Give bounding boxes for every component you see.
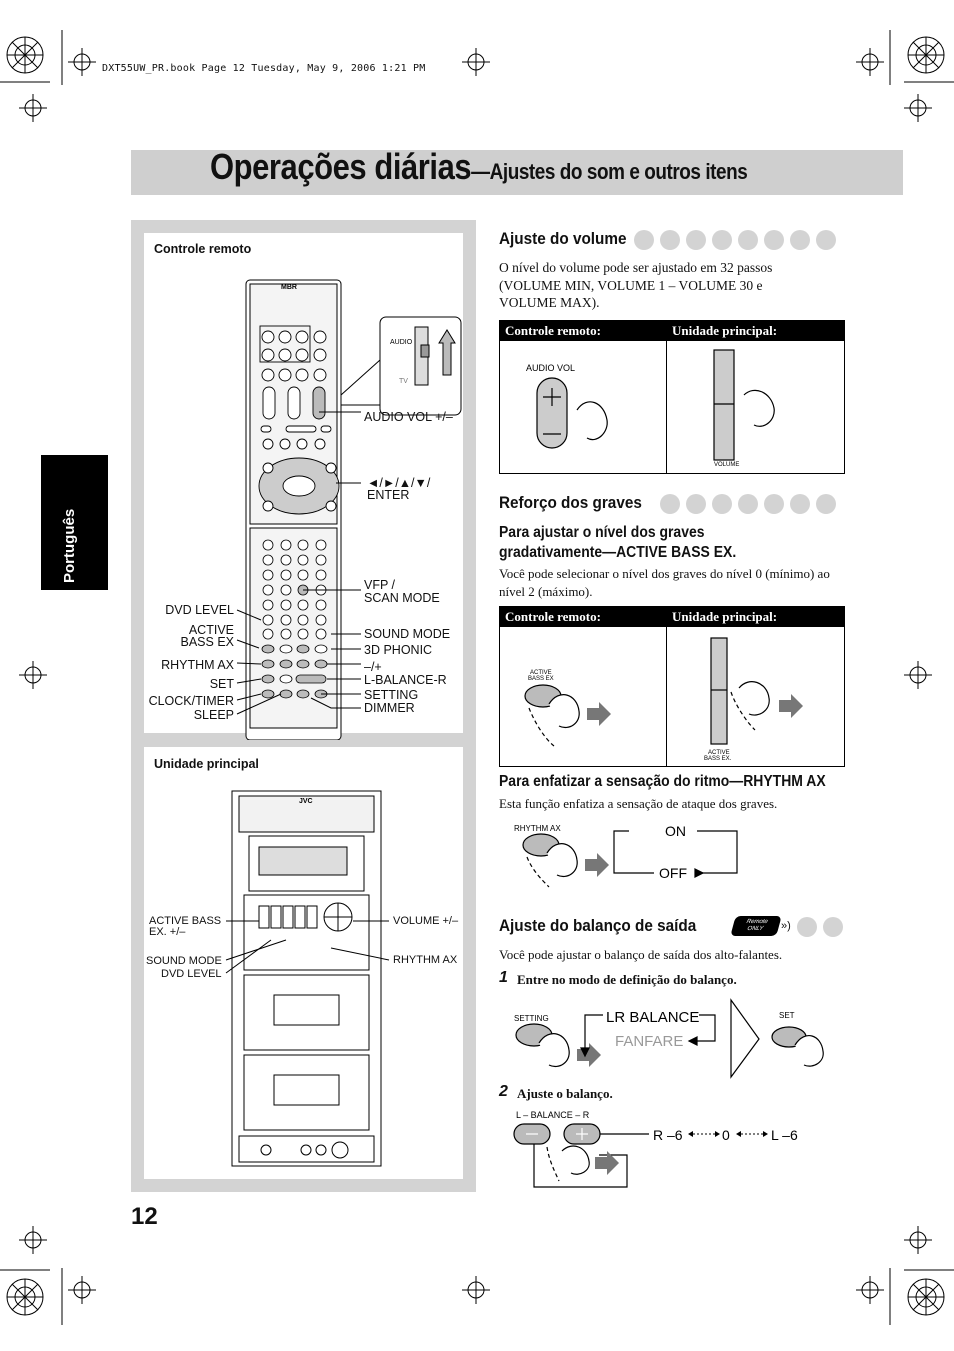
rhythm-subheading: Para enfatizar a sensação do ritmo—RHYTH… bbox=[499, 773, 826, 790]
balance-r6: R –6 bbox=[653, 1127, 683, 1143]
balance-zero: 0 bbox=[722, 1127, 730, 1143]
bass-heading: Reforço dos graves bbox=[499, 493, 642, 512]
volume-body: O nível do volume pode ser ajustado em 3… bbox=[499, 260, 773, 310]
main-unit-drawing: JVC bbox=[225, 790, 390, 1167]
balance-heading: Ajuste do balanço de saída bbox=[499, 916, 697, 935]
label-rhythm-ax: RHYTHM AX bbox=[161, 658, 234, 672]
balance-step2-drawing: L – BALANCE – R R –6 0 L –6 bbox=[513, 1110, 798, 1188]
rhythm-on: ON bbox=[665, 823, 686, 839]
balance-step1-drawing: SETTING LR BALANCE FANFARE SET bbox=[514, 998, 824, 1079]
label-dimmer: DIMMER bbox=[364, 701, 415, 715]
unit-label-sound-mode: SOUND MODE bbox=[146, 955, 222, 967]
balance-l6: L –6 bbox=[771, 1127, 798, 1143]
bass-subheading-1b: gradativamente—ACTIVE BASS EX. bbox=[499, 544, 737, 561]
badge-remote: Remote bbox=[745, 919, 769, 925]
remote-brand: MBR bbox=[281, 284, 297, 291]
volume-unit-key-label: VOLUME bbox=[714, 462, 739, 468]
label-arrows: ◄/►/▲/▼/ bbox=[367, 476, 431, 490]
label-audio-vol: AUDIO VOL +/– bbox=[364, 410, 453, 424]
volume-col-remote: Controle remoto: bbox=[500, 321, 666, 341]
label-sleep: SLEEP bbox=[193, 708, 234, 722]
remote-only-badge: Remote ONLY bbox=[730, 916, 782, 936]
volume-table: Controle remoto: Unidade principal: bbox=[499, 320, 845, 474]
setting-key-label: SETTING bbox=[514, 1014, 549, 1023]
rhythm-key-label: RHYTHM AX bbox=[514, 824, 561, 833]
lr-balance-label: LR BALANCE bbox=[606, 1009, 699, 1026]
unit-brand: JVC bbox=[299, 798, 313, 805]
label-setting: SETTING bbox=[364, 688, 419, 702]
volume-heading-dots bbox=[634, 230, 836, 250]
bass-remote-key-1: ACTIVE bbox=[530, 670, 552, 676]
label-3d-phonic: 3D PHONIC bbox=[364, 643, 433, 657]
label-clock-timer: CLOCK/TIMER bbox=[148, 694, 234, 708]
switch-audio-text: AUDIO bbox=[390, 339, 413, 346]
unit-label-dvd-level: DVD LEVEL bbox=[161, 968, 222, 980]
switch-tv-text: TV bbox=[399, 378, 408, 385]
label-active: ACTIVE bbox=[188, 623, 234, 637]
step-2-number: 2 bbox=[499, 1083, 508, 1100]
remote-caption: Controle remoto bbox=[154, 242, 252, 256]
signal-icon: ») bbox=[781, 920, 791, 932]
label-dvd-level: DVD LEVEL bbox=[165, 603, 234, 617]
badge-only: ONLY bbox=[746, 926, 764, 932]
volume-col-unit: Unidade principal: bbox=[666, 321, 844, 341]
rhythm-body: Esta função enfatiza a sensação de ataqu… bbox=[499, 796, 778, 811]
step-2-text: Ajuste o balanço. bbox=[517, 1086, 613, 1101]
bass-unit-key-2: BASS EX. bbox=[704, 756, 732, 762]
rhythm-toggle-drawing: RHYTHM AX ON OFF bbox=[514, 823, 738, 888]
print-header: DXT55UW_PR.book Page 12 Tuesday, May 9, … bbox=[102, 63, 426, 74]
unit-label-active-bass-ex: EX. +/– bbox=[149, 926, 186, 938]
page-title-subtitle: —Ajustes do som e outros itens bbox=[471, 159, 748, 184]
label-vfp: VFP / bbox=[364, 578, 396, 592]
bass-body: Você pode selecionar o nível dos graves … bbox=[499, 566, 830, 599]
label-scan-mode: SCAN MODE bbox=[364, 591, 440, 605]
balance-heading-dots bbox=[797, 917, 843, 937]
volume-heading: Ajuste do volume bbox=[499, 229, 627, 248]
label-enter: ENTER bbox=[367, 488, 410, 502]
page-number: 12 bbox=[131, 1203, 158, 1230]
set-key-label: SET bbox=[779, 1011, 795, 1020]
bass-keys-drawing: ACTIVE BASS EX ACTIVE BASS EX. bbox=[524, 637, 803, 762]
bass-table: Controle remoto: Unidade principal: bbox=[499, 606, 845, 767]
remote-control-drawing: MBR AUDIO TV bbox=[236, 279, 462, 740]
bass-col-unit: Unidade principal: bbox=[666, 607, 844, 627]
unit-caption: Unidade principal bbox=[154, 757, 259, 771]
bass-col-remote: Controle remoto: bbox=[500, 607, 666, 627]
balance-body: Você pode ajustar o balanço de saída dos… bbox=[499, 947, 783, 962]
fanfare-label: FANFARE bbox=[615, 1033, 683, 1050]
language-tab: Português bbox=[41, 455, 108, 590]
step-1-text: Entre no modo de definição do balanço. bbox=[517, 972, 737, 987]
unit-label-volume: VOLUME +/– bbox=[393, 915, 459, 927]
language-tab-label: Português bbox=[61, 508, 78, 583]
bass-unit-key-1: ACTIVE bbox=[708, 750, 730, 756]
step-1-number: 1 bbox=[499, 969, 508, 986]
volume-remote-key-label: AUDIO VOL bbox=[526, 363, 575, 373]
bass-heading-dots bbox=[660, 494, 836, 514]
rhythm-off: OFF bbox=[659, 865, 687, 881]
label-bass-ex: BASS EX bbox=[180, 635, 235, 649]
label-balance-sign: –/+ bbox=[364, 660, 382, 674]
unit-label-active-bass: ACTIVE BASS bbox=[149, 915, 222, 927]
label-l-balance-r: L-BALANCE-R bbox=[364, 673, 447, 687]
page-title: Operações diárias—Ajustes do som e outro… bbox=[210, 146, 748, 188]
balance-key-label: L – BALANCE – R bbox=[516, 1110, 590, 1120]
bass-remote-key-2: BASS EX bbox=[528, 676, 554, 682]
volume-keys-drawing: AUDIO VOL VOLUME bbox=[526, 349, 775, 468]
unit-label-rhythm-ax: RHYTHM AX bbox=[393, 954, 458, 966]
page-title-main: Operações diárias bbox=[210, 146, 472, 187]
label-sound-mode: SOUND MODE bbox=[364, 627, 451, 641]
title-band bbox=[131, 150, 903, 195]
bass-subheading-1a: Para ajustar o nível dos graves bbox=[499, 524, 705, 541]
label-set: SET bbox=[209, 677, 234, 691]
